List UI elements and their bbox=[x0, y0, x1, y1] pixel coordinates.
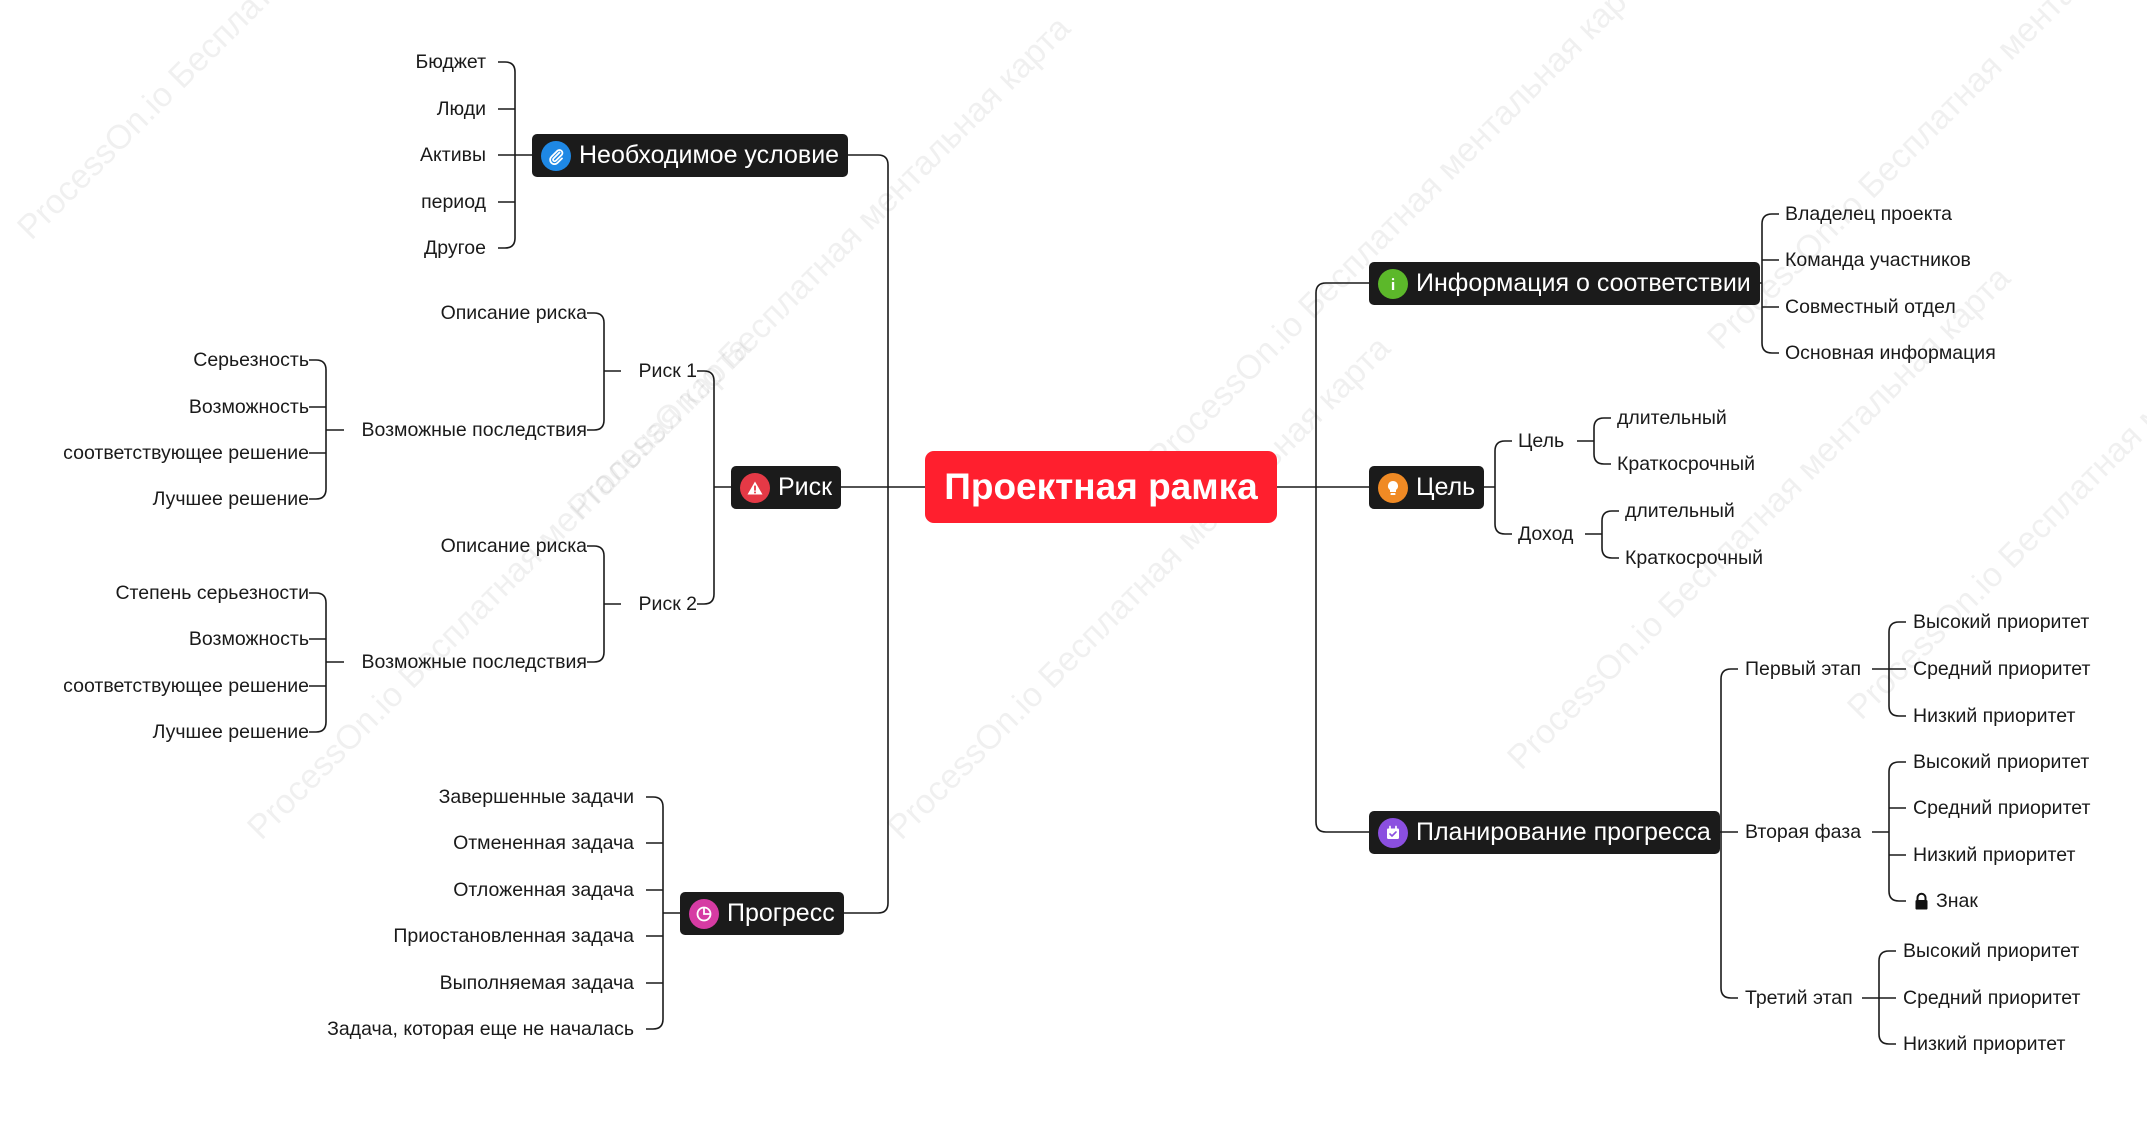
goal-sub-income-short[interactable]: Краткосрочный bbox=[1625, 547, 1763, 569]
leaf-budget[interactable]: Бюджет bbox=[415, 51, 486, 73]
branch-planning[interactable]: Планирование прогресса bbox=[1369, 811, 1720, 854]
goal-sub-goal-long[interactable]: длительный bbox=[1617, 407, 1727, 429]
risk-1-consequences[interactable]: Возможные последствия bbox=[361, 419, 587, 441]
leaf-other[interactable]: Другое bbox=[424, 237, 486, 259]
progress-completed[interactable]: Завершенные задачи bbox=[438, 786, 634, 808]
leaf-people[interactable]: Люди bbox=[436, 98, 486, 120]
lock-icon bbox=[1915, 892, 1928, 909]
watermark: ProcessOn.io Бесплатная ментальная карта bbox=[1840, 209, 2147, 727]
paperclip-icon bbox=[541, 140, 571, 171]
branch-prerequisite[interactable]: Необходимое условие bbox=[532, 134, 849, 177]
risk-2-best-solution[interactable]: Лучшее решение bbox=[152, 721, 309, 743]
goal-sub-income[interactable]: Доход bbox=[1518, 523, 1574, 545]
calendar-icon bbox=[1378, 817, 1408, 848]
root-topic[interactable]: Проектная рамка bbox=[925, 451, 1277, 523]
watermark: ProcessOn.io Бесплатная ментальная карта bbox=[880, 329, 1398, 847]
branch-label: Цель bbox=[1416, 473, 1476, 501]
branch-label: Информация о соответствии bbox=[1416, 269, 1751, 297]
branch-label: Прогресс bbox=[727, 899, 835, 927]
branch-progress[interactable]: Прогресс bbox=[680, 892, 844, 935]
info-department[interactable]: Совместный отдел bbox=[1785, 296, 1956, 318]
phase-2-high[interactable]: Высокий приоритет bbox=[1913, 751, 2090, 773]
phase-2-low[interactable]: Низкий приоритет bbox=[1913, 844, 2076, 866]
phase-2-label[interactable]: Вторая фаза bbox=[1745, 821, 1862, 843]
progress-not-started[interactable]: Задача, которая еще не началась bbox=[327, 1018, 634, 1040]
info-basic[interactable]: Основная информация bbox=[1785, 342, 1996, 364]
watermark: ProcessOn.io Бесплатная ментальная карта bbox=[1500, 259, 2018, 777]
leaf-assets[interactable]: Активы bbox=[420, 144, 486, 166]
risk-2-severity[interactable]: Степень серьезности bbox=[115, 582, 309, 604]
branch-info[interactable]: Информация о соответствии bbox=[1369, 262, 1760, 305]
phase-2-sign-label: Знак bbox=[1936, 890, 1978, 912]
risk-2-consequences[interactable]: Возможные последствия bbox=[361, 651, 587, 673]
phase-1-medium[interactable]: Средний приоритет bbox=[1913, 658, 2091, 680]
risk-1-possibility[interactable]: Возможность bbox=[188, 396, 309, 418]
lightbulb-icon bbox=[1378, 472, 1408, 503]
goal-sub-goal[interactable]: Цель bbox=[1518, 430, 1565, 452]
progress-cancelled[interactable]: Отмененная задача bbox=[453, 832, 634, 854]
watermark: ProcessOn.io Бесплатная ментальная карта bbox=[1140, 0, 1658, 477]
progress-suspended[interactable]: Приостановленная задача bbox=[393, 925, 634, 947]
phase-2-medium[interactable]: Средний приоритет bbox=[1913, 797, 2091, 819]
risk-1-best-solution[interactable]: Лучшее решение bbox=[152, 488, 309, 510]
risk-1-label[interactable]: Риск 1 bbox=[638, 360, 697, 382]
phase-3-high[interactable]: Высокий приоритет bbox=[1903, 940, 2080, 962]
phase-1-low[interactable]: Низкий приоритет bbox=[1913, 705, 2076, 727]
watermark: ProcessOn.io Бесплатная ментальная карта bbox=[240, 329, 758, 847]
pie-chart-icon bbox=[689, 898, 719, 929]
info-icon bbox=[1378, 268, 1408, 299]
info-owner[interactable]: Владелец проекта bbox=[1785, 203, 1953, 225]
warning-icon bbox=[740, 472, 770, 503]
goal-sub-goal-short[interactable]: Краткосрочный bbox=[1617, 453, 1755, 475]
risk-1-solution[interactable]: соответствующее решение bbox=[63, 442, 309, 464]
goal-sub-income-long[interactable]: длительный bbox=[1625, 500, 1735, 522]
risk-1-description[interactable]: Описание риска bbox=[440, 302, 587, 324]
progress-in-progress[interactable]: Выполняемая задача bbox=[439, 972, 634, 994]
risk-2-possibility[interactable]: Возможность bbox=[188, 628, 309, 650]
branch-goal[interactable]: Цель bbox=[1369, 466, 1485, 509]
info-team[interactable]: Команда участников bbox=[1785, 249, 1971, 271]
watermark: ProcessOn.io Бесплатная ментальная карта bbox=[560, 9, 1078, 527]
risk-1-severity[interactable]: Серьезность bbox=[193, 349, 309, 371]
risk-2-label[interactable]: Риск 2 bbox=[638, 593, 697, 615]
progress-postponed[interactable]: Отложенная задача bbox=[453, 879, 634, 901]
branch-risk[interactable]: Риск bbox=[731, 466, 842, 509]
leaf-period[interactable]: период bbox=[421, 191, 486, 213]
risk-2-solution[interactable]: соответствующее решение bbox=[63, 675, 309, 697]
phase-1-high[interactable]: Высокий приоритет bbox=[1913, 611, 2090, 633]
phase-1-label[interactable]: Первый этап bbox=[1745, 658, 1862, 680]
phase-3-low[interactable]: Низкий приоритет bbox=[1903, 1033, 2066, 1055]
branch-label: Планирование прогресса bbox=[1416, 818, 1711, 846]
phase-3-label[interactable]: Третий этап bbox=[1745, 987, 1853, 1009]
risk-2-description[interactable]: Описание риска bbox=[440, 535, 587, 557]
phase-3-medium[interactable]: Средний приоритет bbox=[1903, 987, 2081, 1009]
branch-label: Необходимое условие bbox=[579, 141, 840, 169]
branch-label: Риск bbox=[778, 473, 833, 501]
phase-2-sign[interactable]: Знак bbox=[1913, 890, 1978, 912]
